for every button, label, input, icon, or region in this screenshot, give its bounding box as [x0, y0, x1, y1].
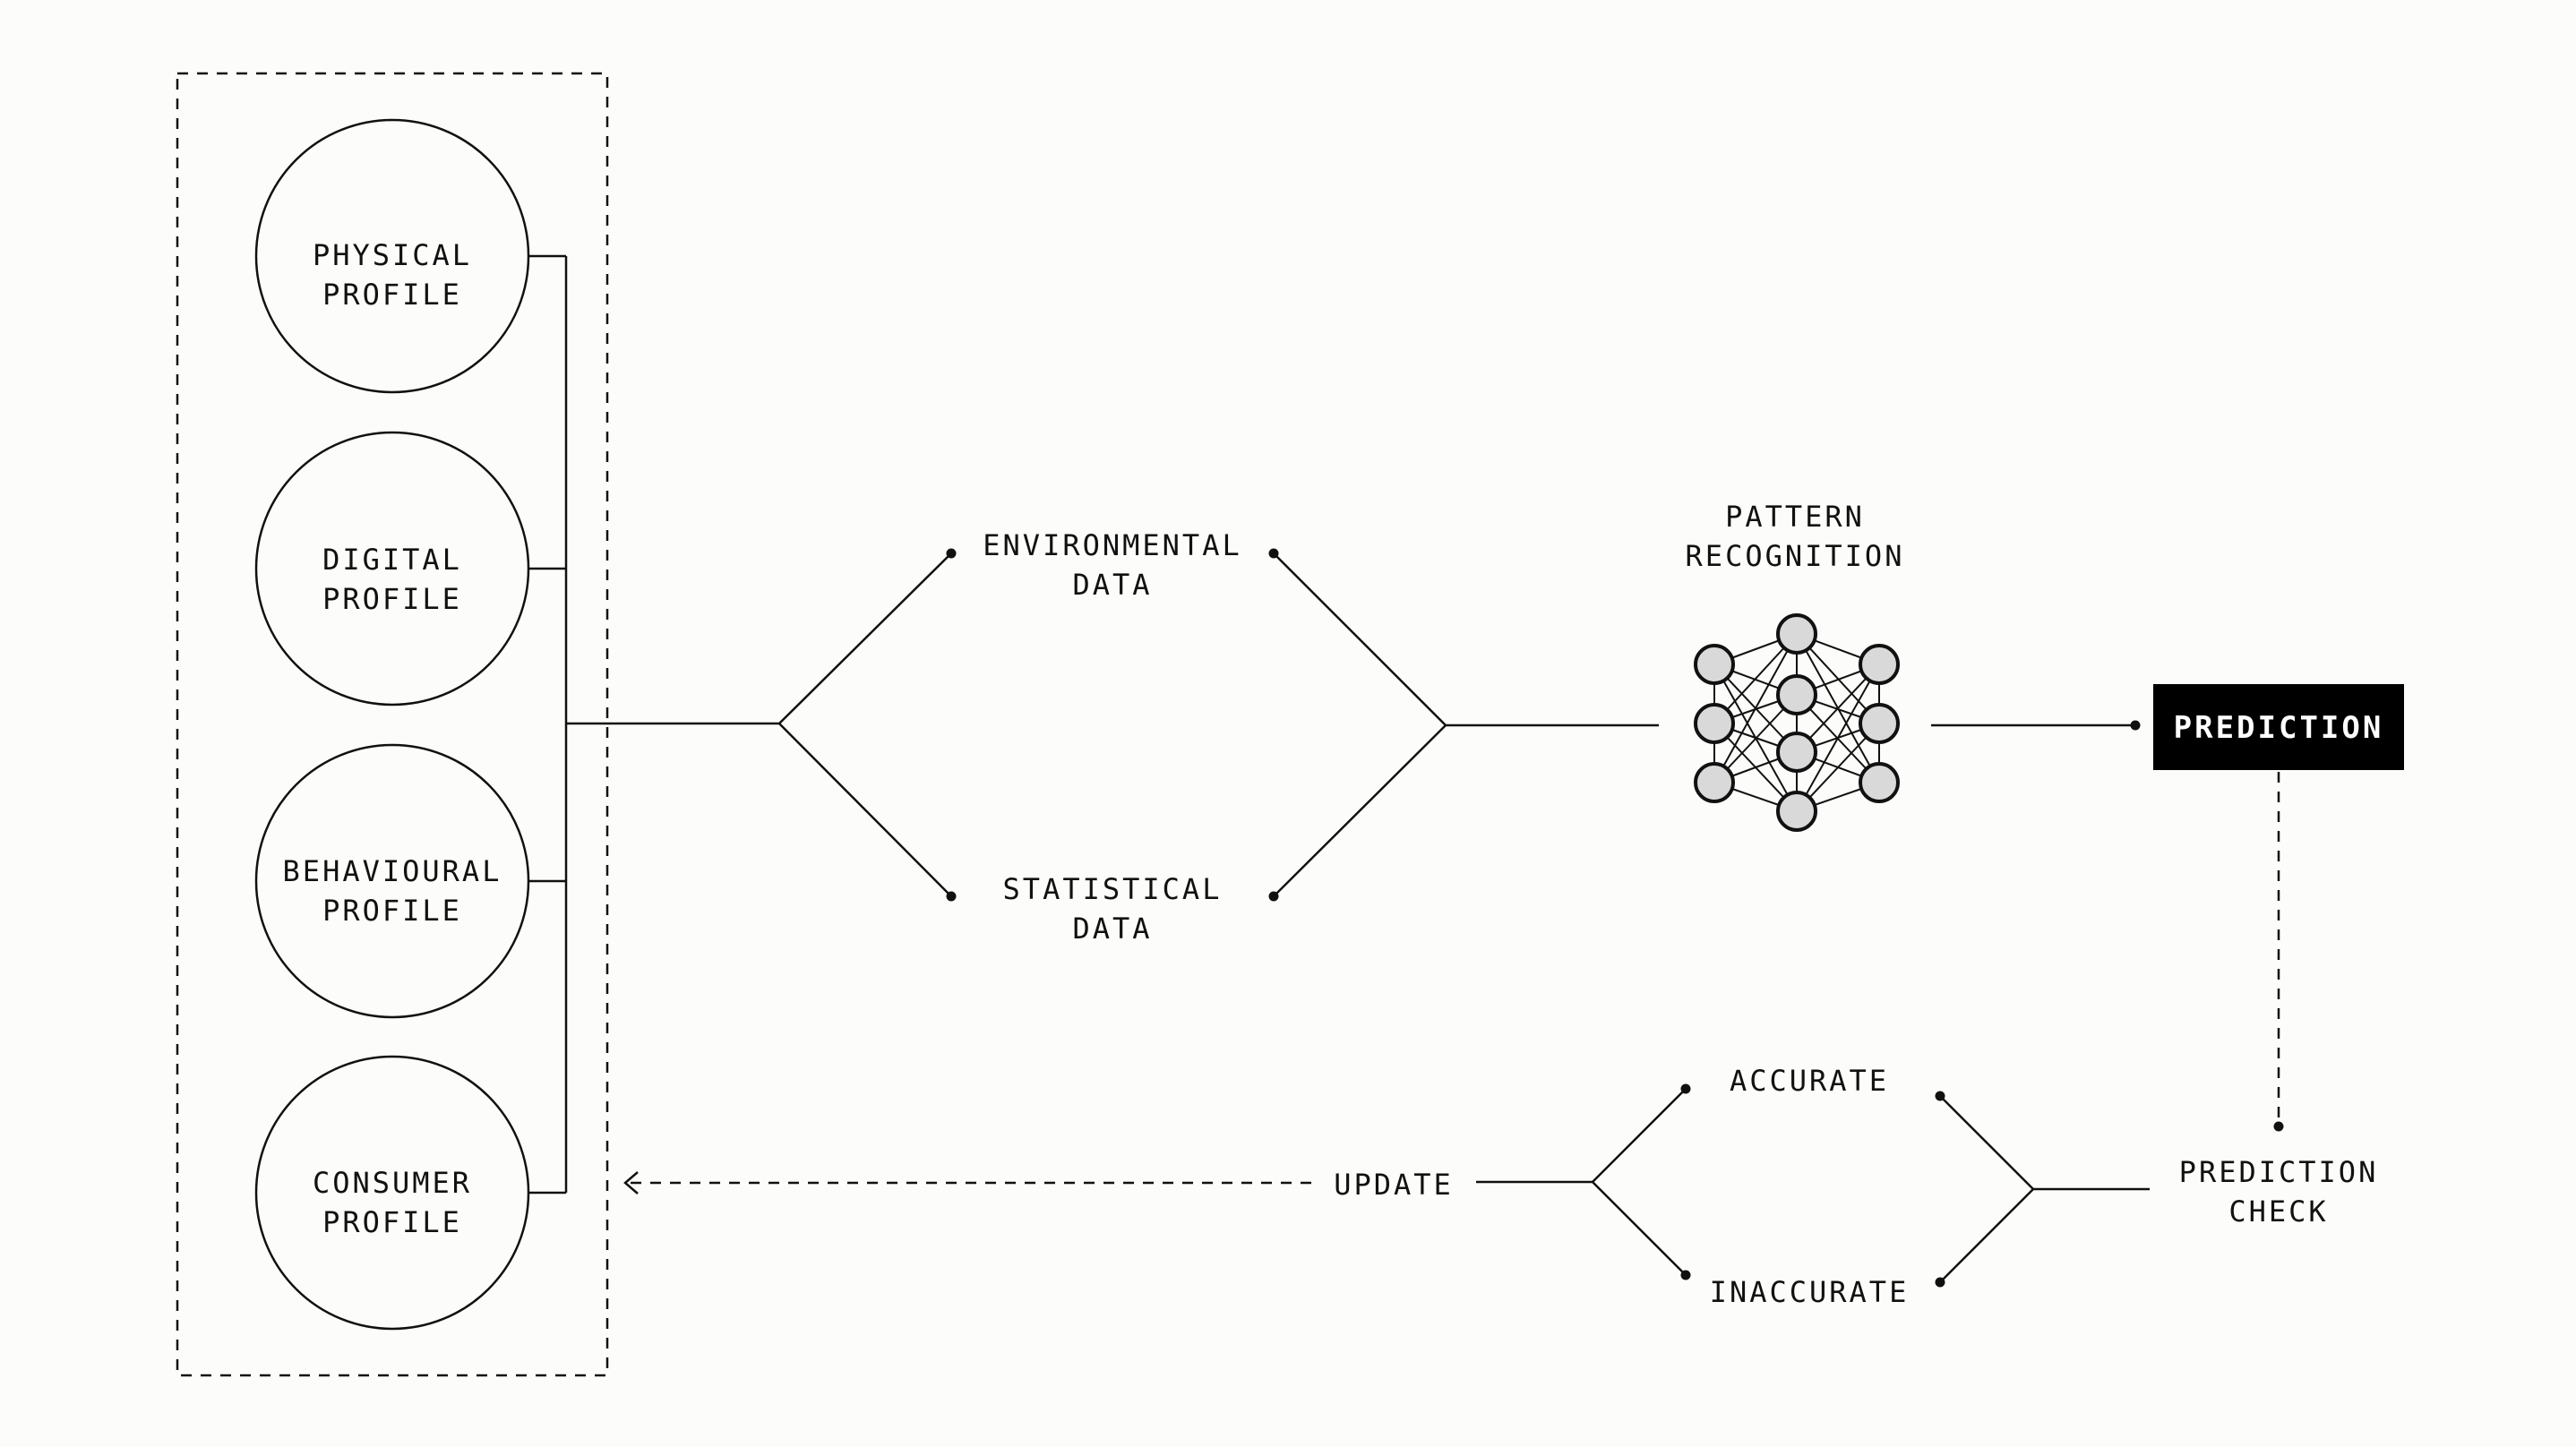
neural-network-node: [1776, 791, 1817, 832]
environmental-data: ENVIRONMENTAL DATA: [983, 528, 1241, 602]
prediction-box: PREDICTION: [2153, 684, 2404, 770]
pattern-recognition-line2: RECOGNITION: [1686, 539, 1905, 573]
profiles-bracket: [528, 254, 568, 1194]
environmental-data-line2: DATA: [1072, 568, 1152, 602]
neural-network-edge: [1796, 664, 1880, 812]
statistical-data-line1: STATISTICAL: [1003, 872, 1223, 906]
profile-physical-line1: PHYSICAL: [313, 238, 472, 272]
profile-consumer: CONSUMER PROFILE: [254, 1055, 530, 1331]
profile-digital-line1: DIGITAL: [322, 543, 462, 577]
profile-digital: DIGITAL PROFILE: [254, 431, 530, 706]
neural-network-node: [1776, 732, 1817, 773]
prediction-label: PREDICTION: [2174, 710, 2384, 746]
prediction-check-line1: PREDICTION: [2179, 1155, 2379, 1189]
inaccurate-label: INACCURATE: [1710, 1275, 1910, 1309]
neural-network-node: [1859, 644, 1900, 685]
profile-behavioural-line2: PROFILE: [322, 894, 462, 928]
statistical-data: STATISTICAL DATA: [1003, 872, 1223, 946]
profile-consumer-line2: PROFILE: [322, 1205, 462, 1239]
profile-consumer-line1: CONSUMER: [313, 1166, 472, 1200]
statistical-data-line2: DATA: [1072, 912, 1152, 946]
profile-physical-line2: PROFILE: [322, 278, 462, 312]
accurate-label: ACCURATE: [1730, 1064, 1889, 1098]
pattern-recognition: PATTERN RECOGNITION: [1686, 500, 1905, 573]
check-input-dot: [2273, 1121, 2284, 1132]
pattern-recognition-line1: PATTERN: [1725, 500, 1865, 534]
update-arrowhead: [623, 1171, 639, 1194]
neural-network-edge: [1713, 633, 1798, 783]
prediction-check-line2: CHECK: [2228, 1194, 2328, 1229]
environmental-data-line1: ENVIRONMENTAL: [983, 528, 1241, 562]
neural-network-node: [1694, 644, 1735, 685]
neural-network-node: [1859, 703, 1900, 744]
neural-network-node: [1776, 613, 1817, 655]
data-branch-left: [777, 548, 957, 902]
prediction-check: PREDICTION CHECK: [2179, 1155, 2379, 1229]
neural-network-node: [1776, 674, 1817, 715]
neural-network-node: [1694, 762, 1735, 803]
outcome-branch-right: [1935, 1091, 2035, 1288]
prediction-input-dot: [2130, 720, 2141, 731]
profile-digital-line2: PROFILE: [322, 582, 462, 616]
profile-physical: PHYSICAL PROFILE: [254, 118, 530, 394]
neural-network-node: [1859, 762, 1900, 803]
neural-network-node: [1694, 703, 1735, 744]
outcome-branch-left: [1591, 1083, 1691, 1280]
data-branch-right: [1268, 548, 1447, 902]
profile-behavioural-line1: BEHAVIOURAL: [283, 854, 502, 888]
update-label: UPDATE: [1334, 1168, 1454, 1202]
neural-network-icon: [1694, 613, 1900, 832]
profile-behavioural: BEHAVIOURAL PROFILE: [254, 743, 530, 1019]
